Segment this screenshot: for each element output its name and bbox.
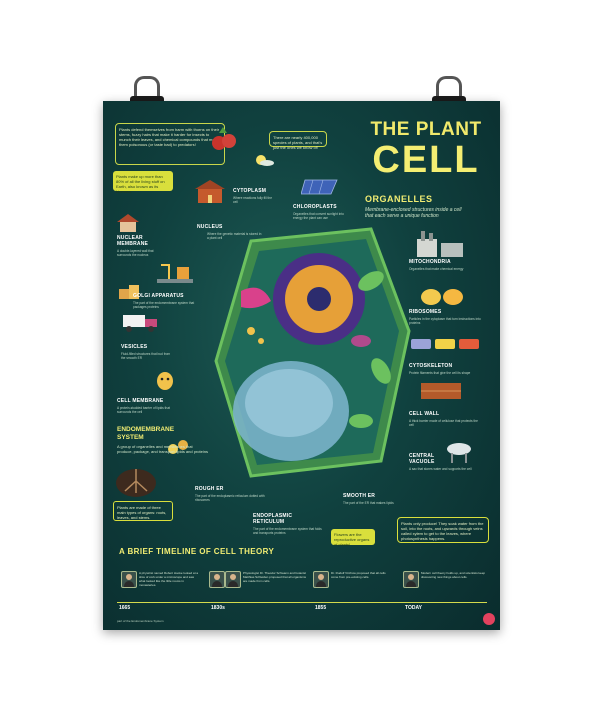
label-cytoplasm: CYTOPLASM	[233, 188, 267, 194]
desc-central-vacuole: A sac that stores water and supports the…	[409, 467, 472, 471]
label-rough-er: ROUGH ER	[195, 486, 224, 492]
timeline-heading: A BRIEF TIMELINE OF CELL THEORY	[119, 547, 275, 556]
desc-golgi-apparatus: The part of the endomembrane system that…	[133, 301, 195, 309]
year-1855: 1855	[315, 605, 327, 611]
label-cell-wall: CELL WALL	[409, 411, 440, 417]
desc-nuclear-membrane: A double-layered wall that surrounds the…	[117, 249, 154, 257]
golgi-shape	[241, 287, 271, 309]
desc-vesicles: Fluid-filled structures that bud from th…	[121, 352, 171, 360]
conveyor-icon	[157, 264, 193, 283]
label-vesicles: VESICLES	[121, 344, 148, 350]
year-1665: 1665	[119, 605, 131, 611]
desc-nucleus: Where the genetic material is stored in …	[207, 232, 262, 240]
desc-cytoplasm: Where reactions fully fill the cell	[233, 196, 272, 204]
label-cytoskeleton: CYTOSKELETON	[409, 363, 453, 369]
desc-cell-membrane: A protein-studded barrier of lipids that…	[117, 406, 170, 414]
house-icon	[117, 214, 139, 232]
callout-species: There are nearly 400,000 species of plan…	[269, 131, 327, 150]
water-tower-icon	[447, 443, 471, 463]
library-building-icon	[195, 180, 225, 203]
timeline-entry-1665: A physicist named Robert Hooke looked at…	[139, 571, 199, 587]
label-golgi-apparatus: GOLGI APPARATUS	[133, 293, 184, 299]
vesicle-shape	[247, 327, 255, 335]
callout-photo-facts: Plants only produce! They soak water fro…	[397, 517, 489, 543]
power-plant-icon	[417, 231, 463, 257]
roots-icon	[116, 469, 156, 497]
callout-species-text: There are nearly 400,000 species of plan…	[273, 135, 323, 150]
desc-mitochondria: Organelles that make chemical energy	[409, 267, 464, 271]
packages-icon	[119, 285, 139, 299]
label-cell-membrane: CELL MEMBRANE	[117, 398, 164, 404]
callout-flowers: Flowers are the reproductive organs of p…	[331, 529, 375, 547]
desc-rough-er: The part of the endoplasmic reticulum do…	[195, 494, 265, 502]
label-smooth-er: SMOOTH ER	[343, 493, 376, 499]
desc-smooth-er: The part of the ER that makes lipids	[343, 501, 394, 505]
endomembrane-description: A group of organelles and membranes that…	[117, 444, 208, 454]
lipids-icon	[168, 440, 188, 454]
timeline-entry-1830s: Physiologist Dr. Theodor Schwann and bot…	[243, 571, 307, 583]
organelles-subtitle: Membrane-enclosed structures inside a ce…	[365, 207, 462, 219]
timeline-axis	[117, 602, 487, 603]
desc-cytoskeleton: Protein filaments that give the cell its…	[409, 371, 471, 375]
mitochondria-shape	[351, 335, 371, 347]
callout-flowers-text: Flowers are the reproductive organs of p…	[334, 532, 370, 547]
desc-cell-wall: A thick barrier made of cellulose that p…	[409, 419, 478, 427]
chloroplast-shape	[358, 271, 384, 291]
desc-chloroplasts: Organelles that convert sunlight into en…	[293, 212, 344, 220]
callout-roots-text: Plants are made of three main types of o…	[117, 505, 167, 520]
footer-note: part of the Endomembrane System	[117, 619, 164, 623]
delivery-truck-icon	[123, 315, 157, 332]
label-chloroplasts: CHLOROPLASTS	[293, 204, 337, 210]
label-nucleus: NUCLEUS	[197, 224, 223, 230]
poster-title-line1: THE PLANT	[370, 119, 482, 140]
traffic-cars-icon	[411, 339, 479, 349]
portrait-schwann	[209, 571, 225, 588]
portrait-virchow	[313, 571, 329, 588]
desc-ribosomes: Particles in the cytoplasm that turn ins…	[409, 317, 481, 325]
desc-endoplasmic-reticulum: The part of the endomembrane system that…	[253, 527, 322, 535]
callout-plants-defend-text: Plants defend themselves from harm with …	[119, 127, 220, 147]
portrait-schleiden	[225, 571, 241, 588]
poster-title-line2: CELL	[372, 139, 480, 181]
ribosome-guy-icon	[157, 372, 173, 390]
year-1830s: 1830s	[211, 605, 225, 611]
timeline-entry-today: Modern cell theory holds up, and scienti…	[421, 571, 486, 579]
label-nuclear-membrane: NUCLEAR MEMBRANE	[117, 235, 149, 247]
callout-plants-earth: Plants make up more than 80% of all the …	[113, 171, 173, 194]
plant-cell-illustration	[214, 227, 411, 478]
nucleolus-shape	[307, 287, 331, 311]
label-ribosomes: RIBOSOMES	[409, 309, 442, 315]
endomembrane-heading: ENDOMEMBRANE SYSTEM	[117, 426, 175, 441]
portrait-modern-scientist	[403, 571, 419, 588]
solar-panel-icon	[301, 179, 338, 195]
label-endoplasmic-reticulum: ENDOPLASMIC RETICULUM	[253, 513, 293, 525]
callout-plants-defend: Plants defend themselves from harm with …	[115, 123, 225, 165]
plant-cell-poster: THE PLANT CELL Plants defend themselves …	[103, 101, 500, 630]
sun-cloud-icon	[256, 155, 274, 166]
label-central-vacuole: CENTRAL VACUOLE	[409, 453, 435, 465]
publisher-badge-icon	[483, 613, 495, 625]
callout-plants-earth-text: Plants make up more than 80% of all the …	[116, 174, 165, 194]
brick-wall-icon	[421, 383, 461, 399]
timeline-entry-1855: Dr. Rudolf Virchow proposed that all cel…	[331, 571, 386, 579]
ribosome-pair-icon	[421, 289, 463, 305]
year-today: TODAY	[405, 605, 422, 611]
portrait-hooke	[121, 571, 137, 588]
callout-photo-facts-text: Plants only produce! They soak water fro…	[401, 521, 484, 541]
label-mitochondria: MITOCHONDRIA	[409, 259, 451, 265]
callout-roots: Plants are made of three main types of o…	[113, 501, 173, 521]
strawberry-icon	[212, 127, 236, 150]
organelles-heading: ORGANELLES	[365, 194, 433, 204]
